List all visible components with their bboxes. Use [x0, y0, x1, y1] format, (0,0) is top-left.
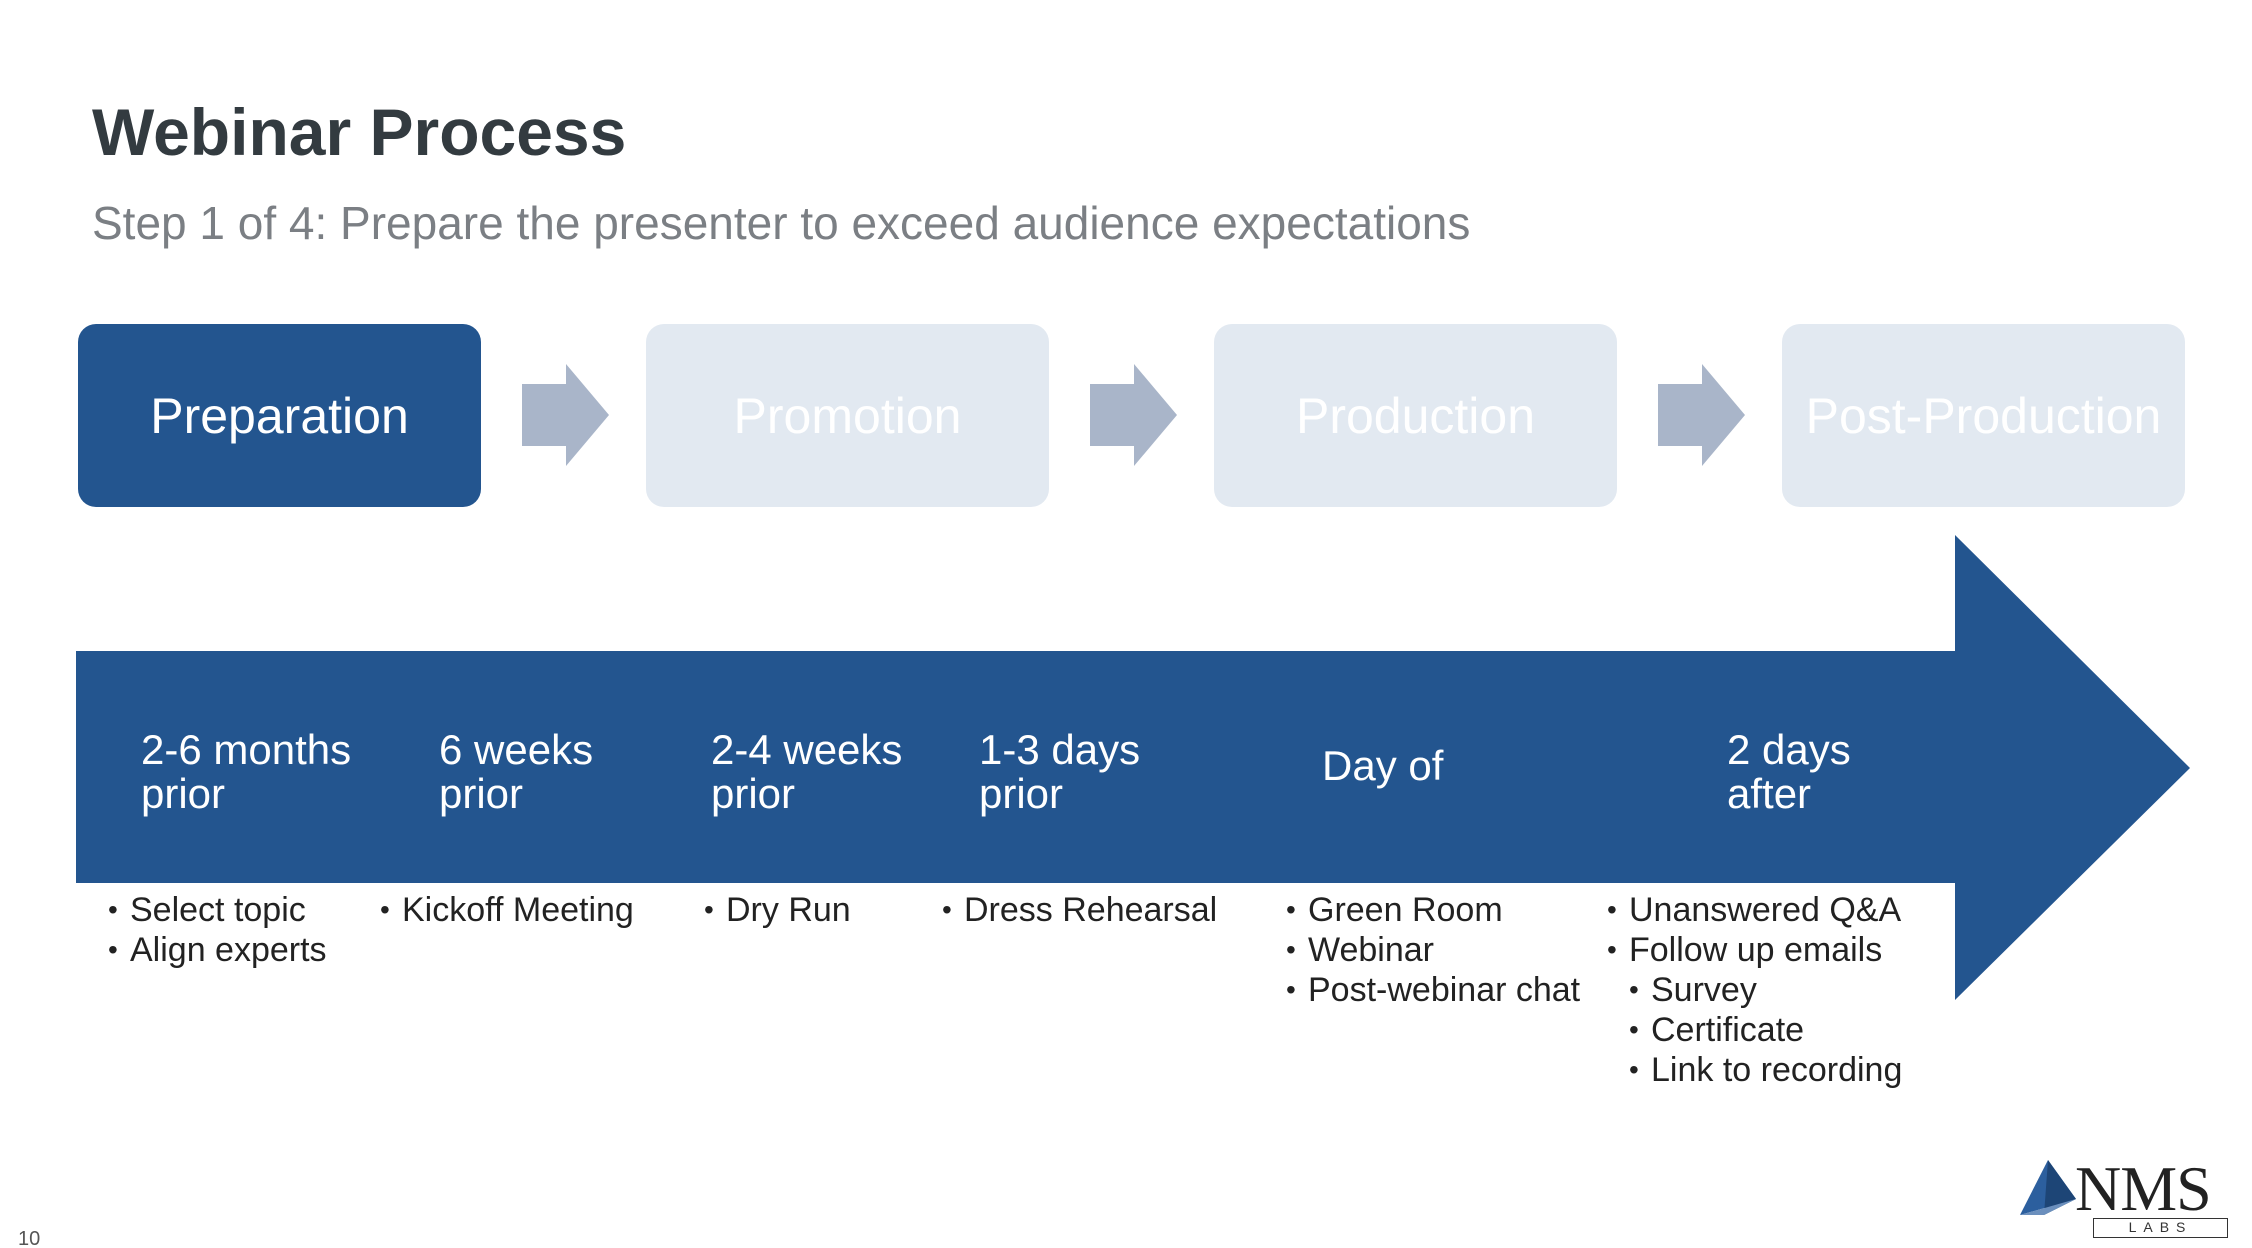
stage-label-2-days-after: 2 days after: [1727, 728, 1851, 816]
list-item: Align experts: [108, 930, 327, 970]
page-title: Webinar Process: [92, 95, 627, 169]
phase-promotion[interactable]: Promotion: [646, 324, 1049, 507]
logo-wordmark: NMS: [2075, 1153, 2212, 1224]
stage-label-line: after: [1727, 770, 1812, 817]
stage-tasks-2-4-weeks: Dry Run: [704, 890, 851, 930]
list-item: Dress Rehearsal: [942, 890, 1217, 930]
stage-label-line: prior: [711, 770, 796, 817]
list-item: Link to recording: [1629, 1050, 1902, 1090]
stage-label-line: 2 days: [1727, 726, 1851, 773]
list-item: Post-webinar chat: [1286, 970, 1580, 1010]
phase-preparation[interactable]: Preparation: [78, 324, 481, 507]
stage-label-line: 6 weeks: [439, 726, 594, 773]
list-item: Unanswered Q&A: [1607, 890, 1902, 930]
list-item: Dry Run: [704, 890, 851, 930]
list-item: Green Room: [1286, 890, 1580, 930]
stage-label-line: 2-4 weeks: [711, 726, 903, 773]
list-item: Certificate: [1629, 1010, 1902, 1050]
stage-label-line: prior: [141, 770, 226, 817]
chevron-right-arrow-icon: [1658, 364, 1745, 466]
stage-tasks-1-3-days: Dress Rehearsal: [942, 890, 1217, 930]
stage-label-line: 1-3 days: [979, 726, 1141, 773]
page-subtitle: Step 1 of 4: Prepare the presenter to ex…: [92, 197, 1471, 249]
stage-tasks-2-days-after: Unanswered Q&A Follow up emails Survey C…: [1607, 890, 1902, 1090]
stage-label-line: prior: [439, 770, 524, 817]
stage-label-line: prior: [979, 770, 1064, 817]
phase-production[interactable]: Production: [1214, 324, 1617, 507]
list-item: Follow up emails: [1607, 930, 1902, 970]
page-number: 10: [18, 1228, 41, 1248]
chevron-right-arrow-icon: [522, 364, 609, 466]
list-item: Survey: [1629, 970, 1902, 1010]
stage-label-6-weeks: 6 weeks prior: [439, 728, 593, 816]
nms-pyramid-logo-icon: [2020, 1160, 2076, 1215]
list-item: Webinar: [1286, 930, 1580, 970]
logo-subtext: LABS: [2093, 1218, 2228, 1238]
stage-label-line: Day of: [1322, 742, 1444, 789]
stage-label-line: 2-6 months: [141, 726, 352, 773]
list-item: Select topic: [108, 890, 327, 930]
stage-tasks-2-6-months: Select topic Align experts: [108, 890, 327, 970]
stage-label-1-3-days: 1-3 days prior: [979, 728, 1140, 816]
stage-label-day-of: Day of: [1322, 744, 1443, 788]
stage-label-2-4-weeks: 2-4 weeks prior: [711, 728, 902, 816]
chevron-right-arrow-icon: [1090, 364, 1177, 466]
stage-tasks-day-of: Green Room Webinar Post-webinar chat: [1286, 890, 1580, 1010]
stage-label-2-6-months: 2-6 months prior: [141, 728, 351, 816]
phase-post-production[interactable]: Post-Production: [1782, 324, 2185, 507]
list-item: Kickoff Meeting: [380, 890, 634, 930]
stage-tasks-6-weeks: Kickoff Meeting: [380, 890, 634, 930]
